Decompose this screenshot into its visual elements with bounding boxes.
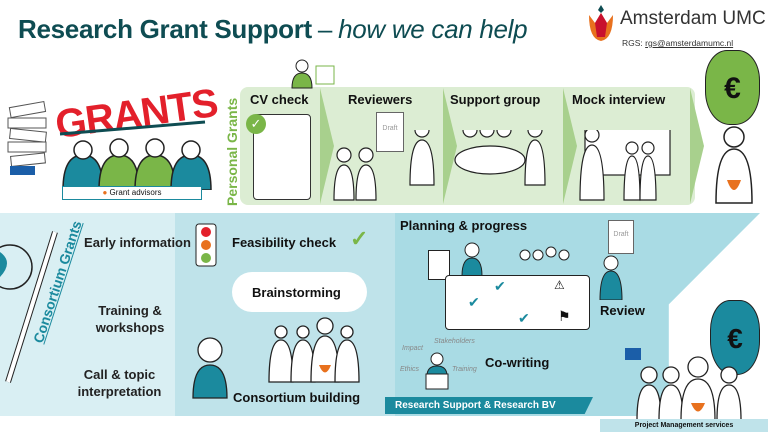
grant-advisors-label: Grant advisors: [109, 188, 162, 197]
project-timeline-board: ✔ ✔ ✔ ⚠ ⚑: [445, 275, 590, 330]
contact-label: RGS:: [622, 38, 643, 48]
contact-email-link[interactable]: rgs@amsterdamumc.nl: [645, 38, 734, 48]
tulip-icon: ●: [102, 188, 108, 197]
title-separator: –: [317, 14, 333, 44]
draft-document-icon: Draft: [376, 112, 404, 152]
eu-flag-icon: [625, 348, 641, 360]
step-reviewers: Reviewers: [348, 92, 413, 107]
checkmark-icon: ✓: [350, 226, 369, 251]
grant-advisors-banner: ● Grant advisors: [62, 186, 202, 200]
thought-cloud: [232, 272, 367, 312]
review-label: Review: [600, 303, 645, 318]
chevron-arrow-icon: [443, 88, 457, 204]
planning-team-figures: [461, 242, 570, 276]
cowriting-word: Stakeholders: [434, 338, 475, 345]
contact: RGS: rgs@amsterdamumc.nl: [622, 38, 733, 48]
writer-at-computer-icon: [425, 352, 449, 390]
title-sub: how we can help: [338, 14, 528, 44]
chevron-arrow-icon: [563, 88, 577, 204]
step-cv-check: CV check: [250, 92, 309, 107]
milestone-check-icon: ✔: [494, 278, 506, 294]
consortium-team-figures: [636, 356, 742, 420]
paper-stack-icon: [7, 101, 47, 175]
cowriting-word: Training: [452, 366, 477, 373]
money-bag-euro-icon: €: [710, 300, 760, 375]
early-information-label: Early information: [84, 235, 191, 250]
project-management-services-label: Project Management services: [600, 419, 768, 432]
warning-icon: ⚠: [554, 278, 565, 292]
milestone-check-icon: ✔: [468, 294, 480, 310]
person-with-calendar-icon: [291, 59, 335, 89]
step-mock-interview: Mock interview: [572, 92, 666, 107]
step-support-group: Support group: [450, 92, 541, 107]
feasibility-check-label: Feasibility check: [232, 235, 337, 250]
draft-document-icon: Draft: [608, 220, 634, 254]
title-main: Research Grant Support: [18, 14, 312, 44]
tulip-logo-icon: [589, 5, 613, 41]
checkmark-icon: ✓: [246, 114, 266, 134]
successful-researcher-figure: [715, 126, 753, 204]
planning-progress-label: Planning & progress: [400, 218, 528, 233]
personal-grants-label: Personal Grants: [224, 97, 240, 206]
clipboard-icon: [428, 250, 450, 280]
cowriting-word: Ethics: [400, 366, 420, 373]
finish-flag-icon: ⚑: [558, 308, 571, 324]
personal-figures: [333, 130, 671, 201]
reviewer-figure: [599, 255, 623, 300]
page-title: Research Grant Support–how we can help: [18, 14, 528, 45]
money-bag-euro-icon: €: [705, 50, 760, 125]
cowriting-word: Impact: [402, 345, 424, 352]
ruler-compass-icon: [0, 231, 58, 383]
consortium-building-label: Consortium building: [233, 390, 361, 405]
grant-advisors-figures: [59, 120, 212, 190]
logo-text: Amsterdam UMC: [620, 8, 766, 29]
chevron-arrow-icon: [320, 88, 334, 204]
brainstorming-label: Brainstorming: [252, 285, 341, 300]
cowriting-label: Co-writing: [485, 355, 550, 370]
milestone-check-icon: ✔: [518, 310, 530, 326]
call-topic-interpretation-label: Call & topic interpretation: [77, 367, 162, 399]
chevron-arrow-icon: [690, 88, 704, 204]
training-workshops-label: Training & workshops: [95, 303, 165, 335]
traffic-light-icon: [195, 223, 217, 267]
consortium-building-figures: [192, 317, 360, 399]
research-support-bar: Research Support & Research BV: [385, 397, 593, 414]
